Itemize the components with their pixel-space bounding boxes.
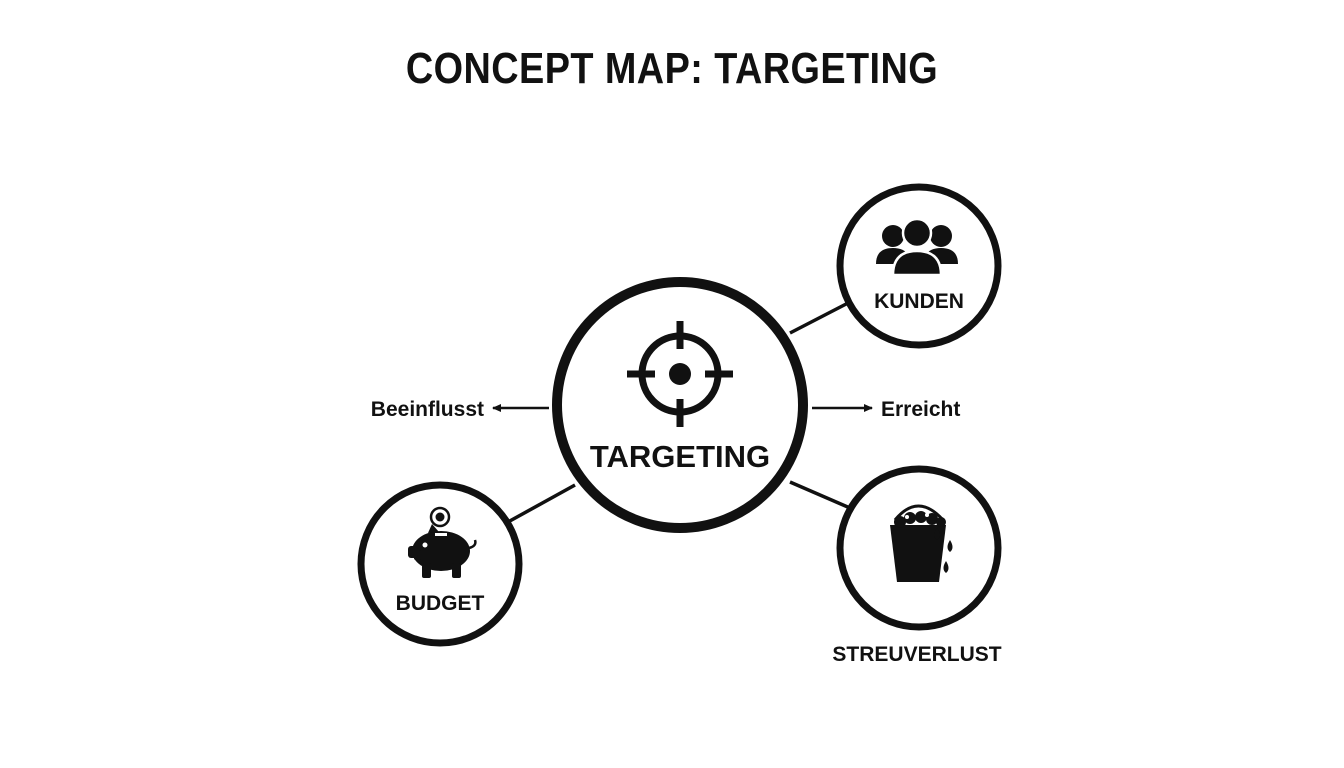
relation-label-erreicht: Erreicht — [881, 398, 960, 421]
connector-budget — [507, 483, 576, 524]
piggy-bank-icon — [408, 506, 477, 578]
crosshair-icon — [627, 321, 733, 427]
node-label-streuverlust: STREUVERLUST — [832, 643, 1001, 666]
center-label: TARGETING — [590, 439, 770, 474]
node-label-budget: BUDGET — [396, 592, 485, 615]
people-group-icon — [876, 217, 958, 277]
center-node-targeting: TARGETING — [552, 277, 808, 533]
node-label-kunden: KUNDEN — [874, 290, 964, 313]
connector-streuverlust — [789, 480, 851, 510]
connector-lines — [507, 300, 851, 524]
relation-label-beeinflusst: Beeinflusst — [371, 398, 484, 421]
node-budget: BUDGET — [357, 481, 523, 647]
node-streuverlust: STREUVERLUST — [832, 465, 1002, 666]
page-title: CONCEPT MAP: TARGETING — [405, 44, 939, 93]
node-kunden: KUNDEN — [836, 183, 1002, 349]
connector-kunden — [789, 300, 851, 335]
leaking-bucket-icon — [890, 504, 953, 582]
